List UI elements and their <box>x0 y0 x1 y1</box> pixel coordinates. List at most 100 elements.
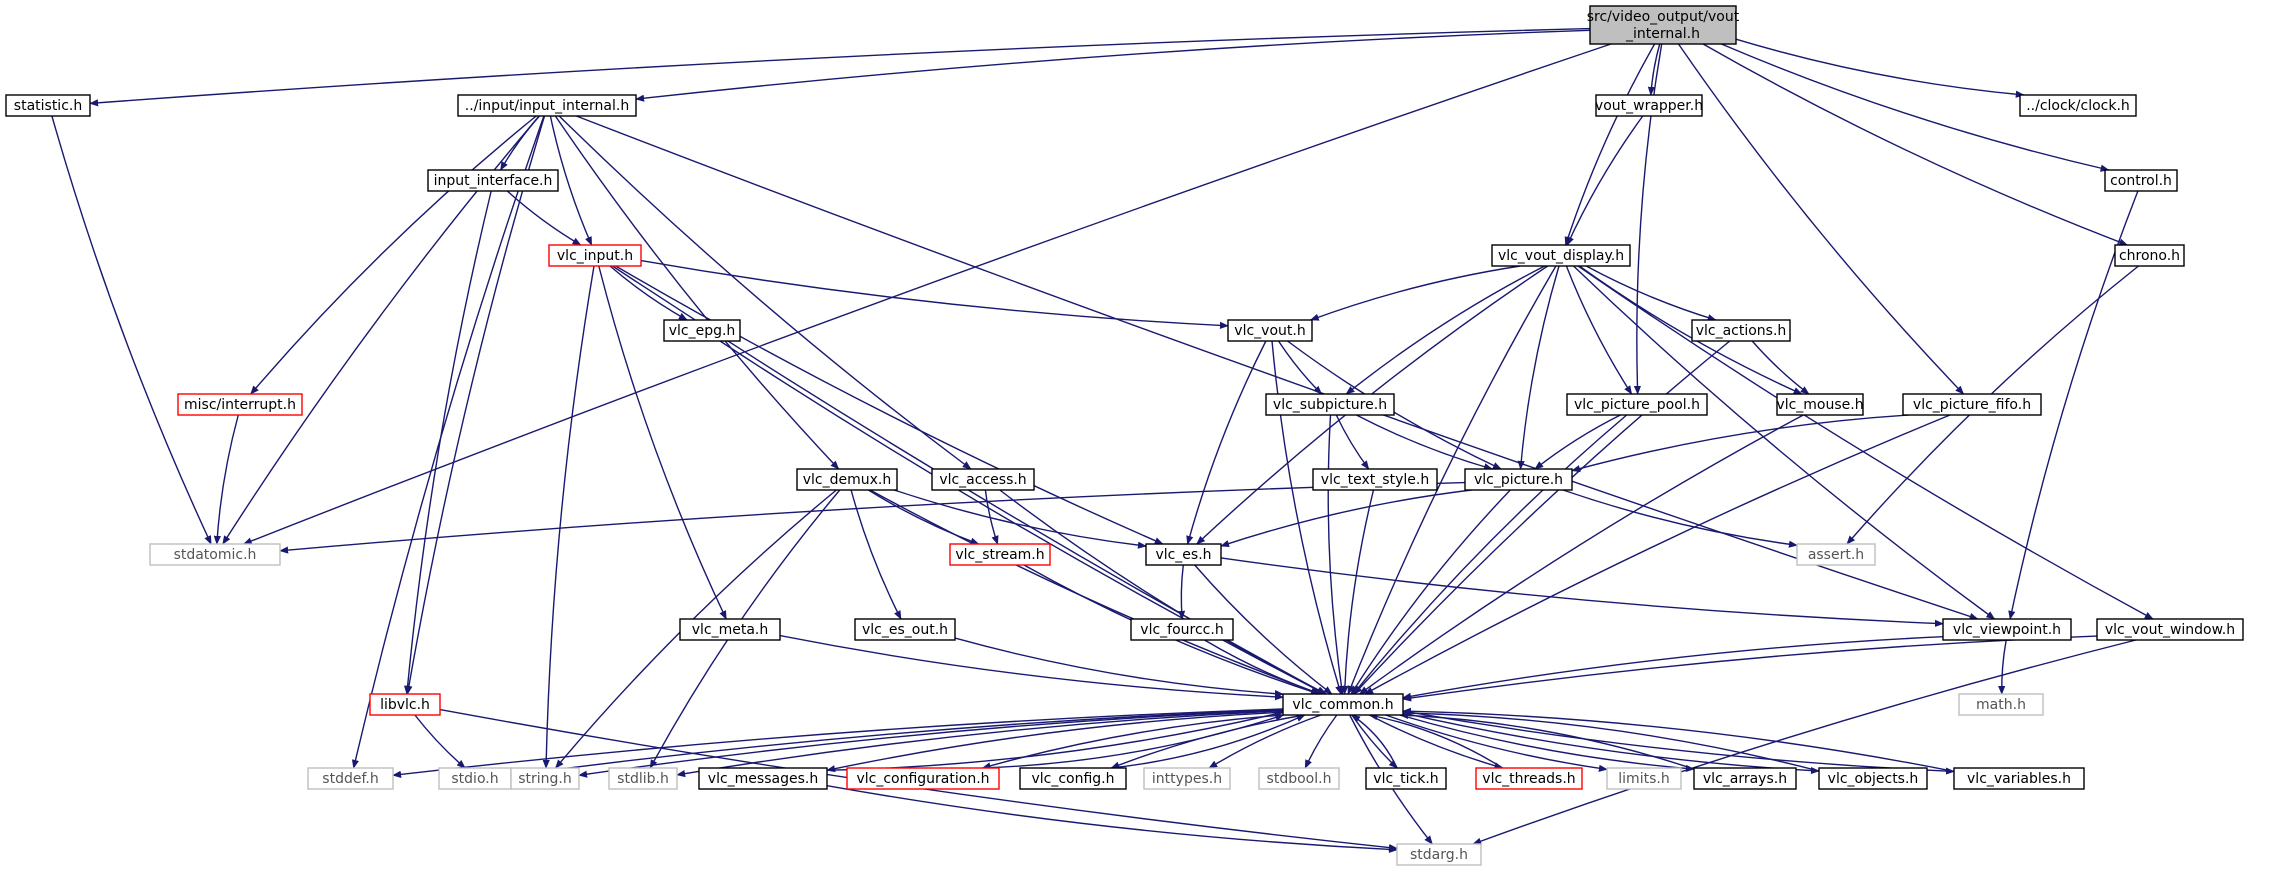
edge-vlc_es-to-vlc_common <box>1194 564 1333 695</box>
node-box <box>1693 767 1797 790</box>
node-string: string.h <box>510 767 580 790</box>
node-label-line2: _internal.h <box>1625 26 1700 42</box>
node-label: vlc_actions.h <box>1696 323 1787 339</box>
node-box <box>457 94 637 117</box>
edge-input_interface-to-vlc_input <box>506 190 582 246</box>
node-label: vlc_objects.h <box>1828 771 1919 787</box>
node-vlc-common[interactable]: vlc_common.h <box>1282 693 1404 716</box>
node-vlc-variables[interactable]: vlc_variables.h <box>1953 767 2085 790</box>
node-vlc-meta[interactable]: vlc_meta.h <box>679 618 781 641</box>
node-label: ../input/input_internal.h <box>465 98 629 114</box>
node-input-interface[interactable]: input_interface.h <box>427 169 559 192</box>
node-label: vlc_mouse.h <box>1776 397 1863 413</box>
edge-vlc_common-to-inttypes <box>1208 714 1322 769</box>
edge-vlc_common-to-stdlib <box>676 710 1284 778</box>
node-vlc-access[interactable]: vlc_access.h <box>931 468 1035 491</box>
node-box <box>679 618 781 641</box>
edge-vlc_text_style-to-vlc_common <box>1341 489 1375 695</box>
edge-vlc_common-to-stdio <box>510 708 1284 778</box>
node-statistic[interactable]: statistic.h <box>5 94 91 117</box>
edge-statistic-to-stdatomic <box>51 115 212 545</box>
node-math: math.h <box>1958 693 2044 716</box>
node-box <box>307 767 394 790</box>
node-label: stdlib.h <box>617 771 669 787</box>
edge-vlc_meta-to-vlc_common <box>779 634 1284 701</box>
node-clock[interactable]: ../clock/clock.h <box>2019 94 2137 117</box>
edge-vlc_es-to-vlc_viewpoint <box>1220 557 1944 627</box>
edge-vlc_subpicture-to-vlc_common <box>1327 414 1345 695</box>
node-vout-wrapper[interactable]: vout_wrapper.h <box>1595 94 1703 117</box>
edge-vlc_messages-to-stdarg <box>826 785 1398 853</box>
node-vlc-demux[interactable]: vlc_demux.h <box>796 468 898 491</box>
node-vlc-tick[interactable]: vlc_tick.h <box>1365 767 1447 790</box>
node-vlc-vout-display[interactable]: vlc_vout_display.h <box>1491 244 1631 267</box>
node-vlc-text-style[interactable]: vlc_text_style.h <box>1312 468 1438 491</box>
edge-vlc_input-to-string <box>542 265 595 769</box>
node-vlc-actions[interactable]: vlc_actions.h <box>1691 319 1791 342</box>
node-box <box>1818 767 1928 790</box>
node-box <box>177 393 303 416</box>
node-vlc-picture[interactable]: vlc_picture.h <box>1464 468 1573 491</box>
edge-vlc_vout_display-to-vlc_viewpoint <box>1573 265 1996 620</box>
node-vlc-picture-fifo[interactable]: vlc_picture_fifo.h <box>1902 393 2042 416</box>
node-limits: limits.h <box>1606 767 1682 790</box>
node-vlc-stream[interactable]: vlc_stream.h <box>949 543 1051 566</box>
node-label: vlc_vout_display.h <box>1498 248 1624 264</box>
node-vlc-es-out[interactable]: vlc_es_out.h <box>854 618 956 641</box>
edge-vlc_vout_display-to-vlc_vout_window <box>1577 265 2154 620</box>
node-box <box>1796 543 1876 566</box>
node-label: vlc_tick.h <box>1373 771 1438 787</box>
node-vlc-mouse[interactable]: vlc_mouse.h <box>1776 393 1864 416</box>
node-vlc-picture-pool[interactable]: vlc_picture_pool.h <box>1566 393 1708 416</box>
edge-vlc_viewpoint-to-math <box>1998 639 2007 695</box>
node-vlc-arrays[interactable]: vlc_arrays.h <box>1693 767 1797 790</box>
edge-vlc_vout-to-vlc_common <box>1271 340 1343 695</box>
node-vlc-vout[interactable]: vlc_vout.h <box>1227 319 1313 342</box>
node-label: inttypes.h <box>1152 771 1222 787</box>
node-vlc-es[interactable]: vlc_es.h <box>1145 543 1222 566</box>
edge-vlc_common-to-vlc_objects <box>1402 712 1820 775</box>
node-label: vlc_config.h <box>1031 771 1114 787</box>
edge-input_internal-to-libvlc <box>405 115 546 695</box>
node-box <box>369 693 441 716</box>
node-label: stddef.h <box>322 771 378 787</box>
edge-vlc_es-to-vlc_fourcc <box>1177 564 1186 620</box>
node-label: vlc_es.h <box>1155 547 1211 563</box>
node-vlc-subpicture[interactable]: vlc_subpicture.h <box>1265 393 1395 416</box>
node-vlc-input[interactable]: vlc_input.h <box>548 244 642 267</box>
node-vlc-configuration[interactable]: vlc_configuration.h <box>846 767 1000 790</box>
node-vlc-config[interactable]: vlc_config.h <box>1019 767 1127 790</box>
node-box <box>1953 767 2085 790</box>
edge-input_interface-to-libvlc <box>403 190 492 695</box>
node-vlc-objects[interactable]: vlc_objects.h <box>1818 767 1928 790</box>
node-vlc-fourcc[interactable]: vlc_fourcc.h <box>1130 618 1234 641</box>
edge-vlc_demux-to-vlc_stream <box>868 489 980 545</box>
edge-vlc_picture_pool-to-vlc_common <box>1352 414 1628 695</box>
node-chrono[interactable]: chrono.h <box>2114 244 2185 267</box>
node-stdlib: stdlib.h <box>608 767 678 790</box>
node-box <box>1464 468 1573 491</box>
edge-input_internal-to-vlc_demux <box>554 115 840 470</box>
node-label: vlc_fourcc.h <box>1140 622 1223 638</box>
node-misc-interrupt[interactable]: misc/interrupt.h <box>177 393 303 416</box>
node-stdarg: stdarg.h <box>1396 843 1482 866</box>
node-box <box>698 767 828 790</box>
node-vlc-viewpoint[interactable]: vlc_viewpoint.h <box>1942 618 2072 641</box>
edge-root-to-statistic <box>89 27 1591 107</box>
node-vlc-messages[interactable]: vlc_messages.h <box>698 767 828 790</box>
edge-vlc_common-to-vlc_variables <box>1402 710 1955 775</box>
node-libvlc[interactable]: libvlc.h <box>369 693 441 716</box>
node-vlc-epg[interactable]: vlc_epg.h <box>663 319 741 342</box>
node-box <box>1130 618 1234 641</box>
edge-vout_wrapper-to-vlc_vout_display <box>1566 115 1644 246</box>
edge-vlc_picture_fifo-to-vlc_common <box>1364 414 1951 695</box>
edge-vlc_common-to-vlc_arrays <box>1399 714 1695 773</box>
node-vlc-threads[interactable]: vlc_threads.h <box>1475 767 1583 790</box>
node-label: statistic.h <box>14 98 82 114</box>
node-vlc-vout-window[interactable]: vlc_vout_window.h <box>2096 618 2244 641</box>
node-control[interactable]: control.h <box>2104 169 2178 192</box>
node-label: vlc_arrays.h <box>1703 771 1787 787</box>
node-box <box>1491 244 1631 267</box>
node-input-internal[interactable]: ../input/input_internal.h <box>457 94 637 117</box>
